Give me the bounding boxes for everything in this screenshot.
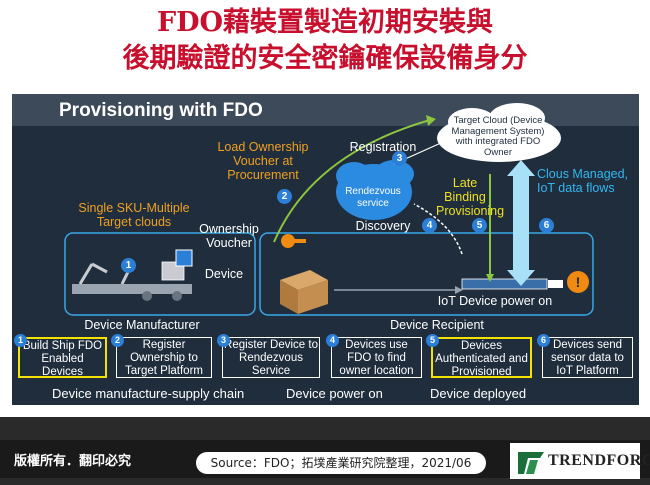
diagram-graphics: ! — [12, 94, 639, 316]
phase-deployed: Device deployed — [430, 386, 527, 401]
main-title-line-1: FDO藉裝置製造初期安裝與 — [156, 7, 494, 38]
step-4-number: 4 — [326, 334, 339, 347]
chip-icon — [175, 249, 193, 267]
cloud-managed-label: Clous Managed, IoT data flows — [537, 167, 629, 195]
recipient-region — [259, 232, 594, 316]
brand-logo-box — [510, 443, 640, 479]
iot-device-bar — [461, 278, 548, 290]
step-2-number: 2 — [111, 334, 124, 347]
single-sku-label: Single SKU-Multiple Target clouds — [78, 201, 190, 229]
step-5-text: Devices Authenticated and Provisioned — [435, 340, 528, 378]
rendezvous-label: Rendezvous service — [345, 186, 401, 209]
circle-number-5: 5 — [472, 218, 487, 233]
late-binding-label: Late Binding Provisioning — [436, 176, 505, 218]
step-1-number: 1 — [14, 334, 27, 347]
step-5-number: 5 — [426, 334, 439, 347]
phase-power-on: Device power on — [286, 386, 383, 401]
step-4: Devices use FDO to find owner location — [331, 337, 422, 378]
device-manufacturer-label: Device Manufacturer — [84, 318, 200, 332]
trendforce-logo-icon — [518, 452, 544, 474]
svg-text:!: ! — [576, 274, 581, 290]
registration-label: Registration — [349, 140, 417, 154]
discovery-arc — [413, 203, 463, 255]
ownership-voucher-label: Ownership Voucher — [199, 222, 259, 250]
iot-data-arrow — [513, 176, 529, 270]
panel-title: Provisioning with FDO — [59, 100, 263, 121]
circle-number-4: 4 — [422, 218, 437, 233]
step-5: Devices Authenticated and Provisioned — [431, 337, 532, 378]
target-cloud — [437, 103, 561, 162]
iot-sensor-icon — [567, 271, 589, 293]
phase-supply-chain: Device manufacture-supply chain — [52, 386, 245, 401]
device-box-icon — [280, 270, 328, 314]
step-3-number: 3 — [217, 334, 230, 347]
copyright-text: 版權所有．翻印必究 — [14, 454, 132, 469]
load-ownership-label: Load Ownership Voucher at Procurement — [217, 140, 309, 182]
circle-number-1: 1 — [121, 258, 136, 273]
brand-name: TRENDFORCE — [548, 452, 650, 469]
manufacturer-region — [64, 232, 256, 316]
circle-number-2: 2 — [277, 189, 292, 204]
target-cloud-label: Target Cloud (Device Management System) … — [451, 115, 545, 158]
step-1-text: Build Ship FDO Enabled Devices — [22, 340, 103, 378]
circle-number-3: 3 — [392, 151, 407, 166]
step-4-text: Devices use FDO to find owner location — [339, 339, 414, 377]
key-icon — [281, 234, 306, 248]
step-2: Register Ownership to Target Platform — [116, 337, 212, 378]
step-6: Devices send sensor data to IoT Platform — [542, 337, 633, 378]
step-3-text: Register Device to Rendezvous Service — [224, 339, 318, 377]
step-2-text: Register Ownership to Target Platform — [125, 339, 203, 377]
source-text: Source：FDO；拓墣產業研究院整理，2021/06 — [196, 452, 486, 474]
discovery-label: Discovery — [355, 219, 411, 233]
rendezvous-cloud — [336, 160, 414, 220]
ownership-arc — [273, 119, 431, 243]
iot-power-on-label: IoT Device power on — [437, 294, 553, 308]
step-6-number: 6 — [537, 334, 550, 347]
device-label: Device — [204, 267, 244, 281]
step-1: Build Ship FDO Enabled Devices — [18, 337, 107, 378]
step-3: Register Device to Rendezvous Service — [222, 337, 320, 378]
step-6-text: Devices send sensor data to IoT Platform — [551, 339, 624, 377]
device-recipient-label: Device Recipient — [390, 318, 484, 332]
main-title-line-2: 後期驗證的安全密鑰確保設備身分 — [122, 43, 528, 74]
iot-connector — [548, 280, 563, 288]
fdo-diagram-panel: ! Provisioning with FDO Load Ownership V… — [12, 94, 639, 405]
circle-number-6: 6 — [539, 218, 554, 233]
